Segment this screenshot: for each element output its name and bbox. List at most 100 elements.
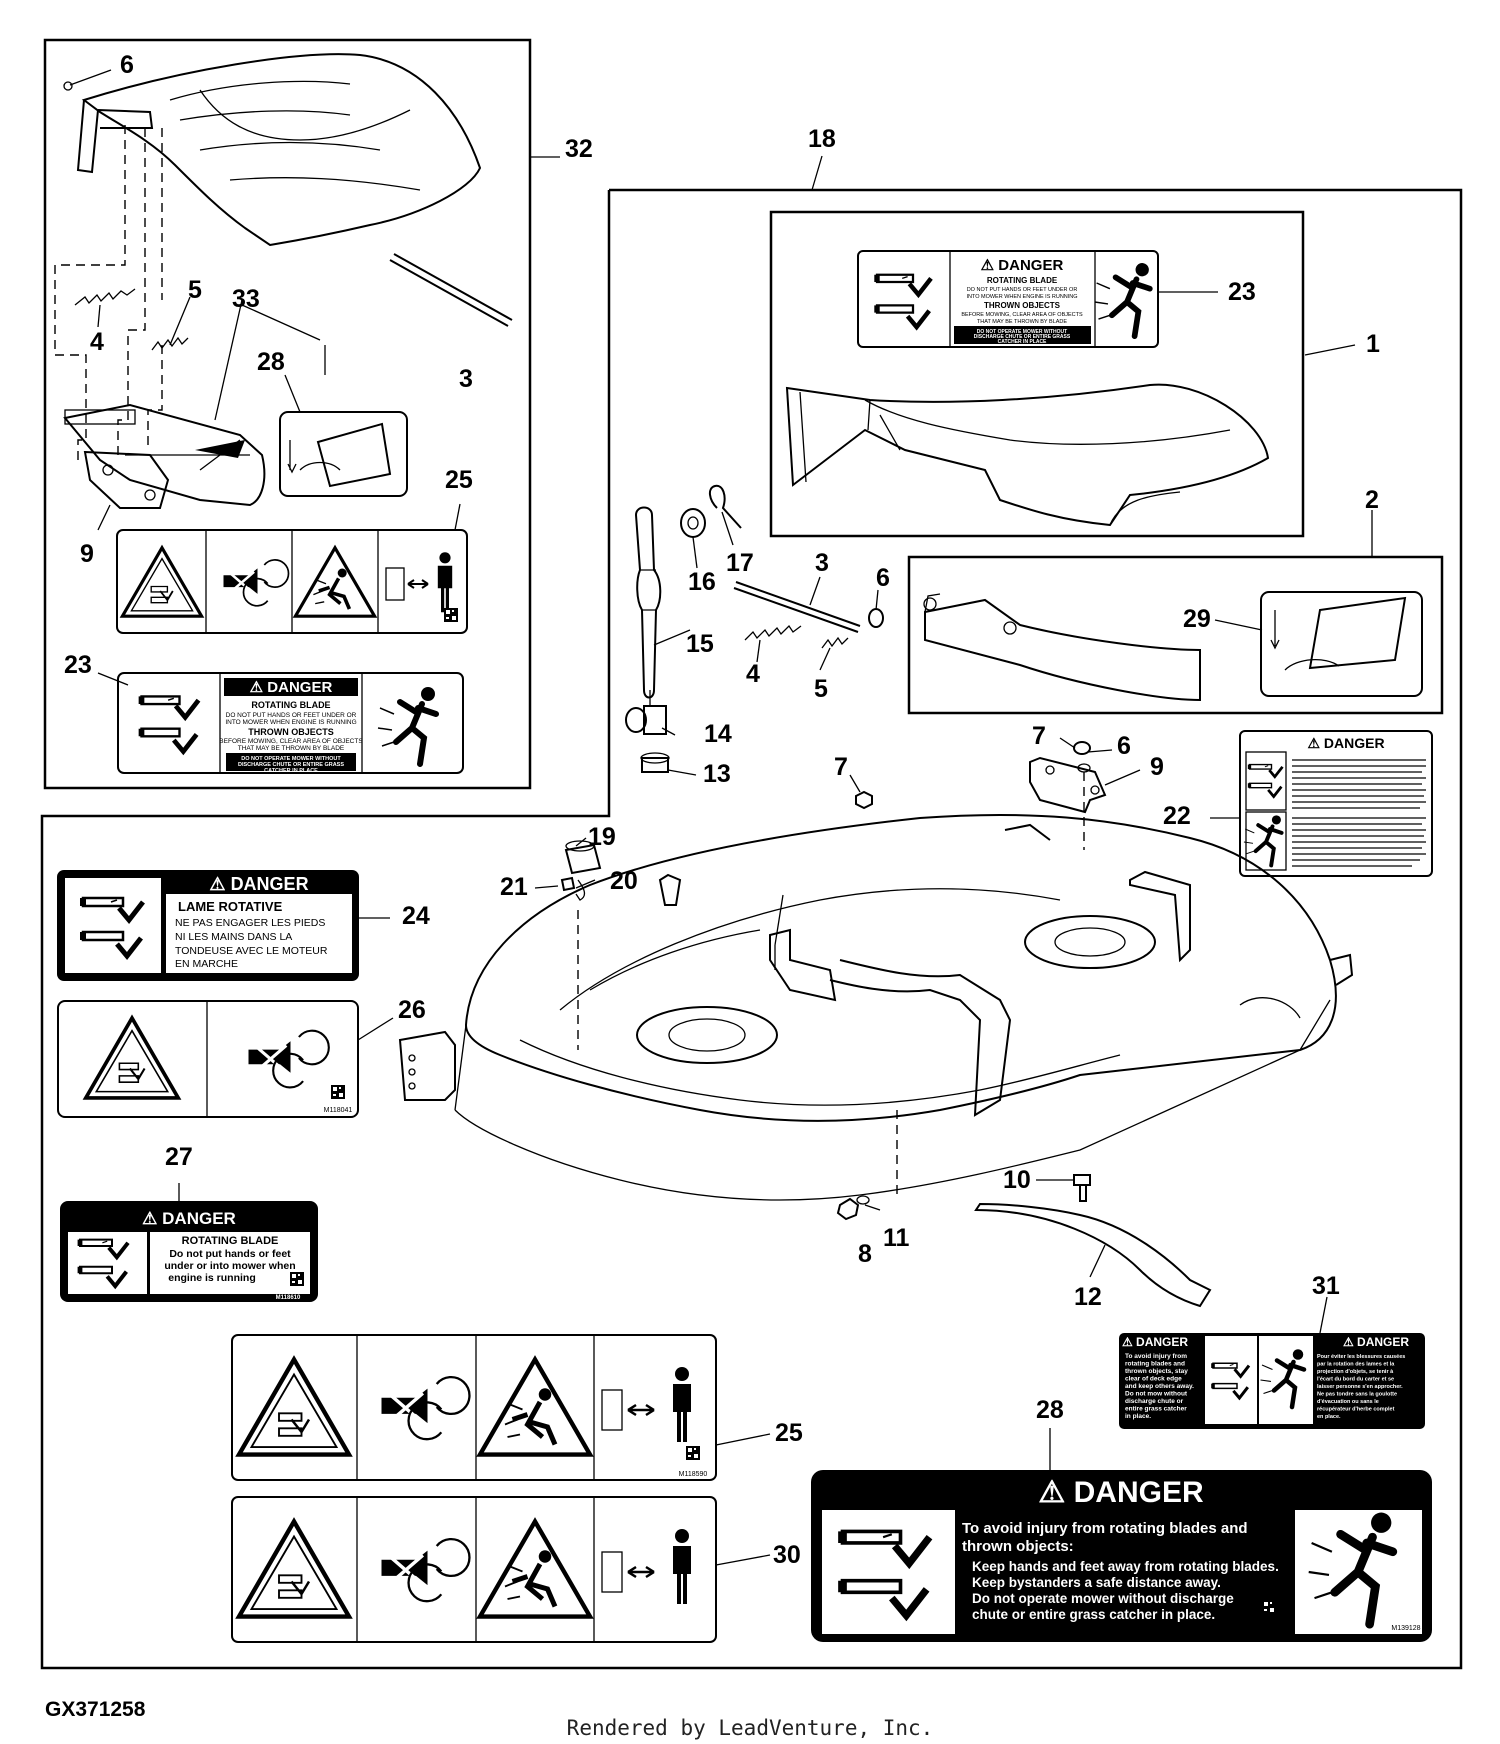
callout-31: 31 <box>1312 1272 1340 1300</box>
decal-text: THROWN OBJECTS <box>248 727 334 737</box>
callout-21: 21 <box>500 873 528 901</box>
decal-text: DO NOT OPERATE MOWER WITHOUT <box>241 756 341 762</box>
callout-14: 14 <box>704 720 732 748</box>
decal-30 <box>231 1496 717 1643</box>
rod-3-middle <box>733 581 861 633</box>
decal-text-line: laisser personne s'en approcher. <box>1317 1384 1403 1390</box>
danger-header: ⚠ DANGER <box>250 679 333 696</box>
decal-text: ROTATING BLADE <box>182 1235 279 1247</box>
callout-13: 13 <box>703 760 731 788</box>
bushing-13 <box>640 752 670 773</box>
callout-6-deck: 6 <box>1117 732 1131 760</box>
mulch-door-33 <box>63 403 266 507</box>
pin-17 <box>709 484 742 529</box>
decal-text-line: Ne pas tondre sans la goulotte <box>1317 1392 1397 1398</box>
decal-text: CATCHER IN PLACE <box>264 768 318 774</box>
danger-decal-24: ⚠ DANGER LAME ROTATIVE NE PAS ENGAGER LE… <box>57 870 359 981</box>
decal-text: thrown objects: <box>962 1538 1074 1555</box>
danger-decal-27: ⚠ DANGER ROTATING BLADE Do not put hands… <box>60 1201 318 1302</box>
callout-3: 3 <box>459 365 473 393</box>
decal-text: THAT MAY BE THROWN BY BLADE <box>977 319 1067 325</box>
decal-text: ROTATING BLADE <box>987 276 1058 285</box>
decal-text-line: entire grass catcher <box>1125 1406 1187 1413</box>
decal-text: Do not operate mower without discharge <box>972 1591 1234 1606</box>
decal-text: INTO MOWER WHEN ENGINE IS RUNNING <box>966 294 1077 300</box>
mulch-door-2 <box>923 593 1201 702</box>
grass-deflector-parts <box>560 840 602 901</box>
callout-9-deck: 9 <box>1150 753 1164 781</box>
bolt-10 <box>1073 1174 1091 1202</box>
callout-6: 6 <box>120 51 134 79</box>
decal-28-mulch <box>1260 591 1423 697</box>
decal-text: DO NOT PUT HANDS OR FEET UNDER OR <box>226 712 357 719</box>
decal-text: Do not put hands or feet <box>169 1248 291 1260</box>
callout-8: 8 <box>858 1240 872 1268</box>
callout-32: 32 <box>565 135 593 163</box>
callout-16: 16 <box>688 568 716 596</box>
danger-decal-22: ⚠ DANGER <box>1239 730 1433 877</box>
decal-text: BEFORE MOWING, CLEAR AREA OF OBJECTS <box>219 738 363 745</box>
decal-text-line: and keep others away. <box>1125 1383 1194 1390</box>
render-credit: Rendered by LeadVenture, Inc. <box>566 1716 934 1740</box>
decal-text: engine is running <box>168 1272 256 1284</box>
nut-7-middle <box>855 790 873 810</box>
callout-3-middle: 3 <box>815 549 829 577</box>
decal-25-upper <box>116 529 468 634</box>
decal-26: M118041 <box>57 1000 359 1118</box>
callout-28-mulch: 29 <box>1183 605 1211 633</box>
spring-4-upper <box>74 288 136 306</box>
callout-25-lower: 25 <box>775 1419 803 1447</box>
decal-text: DISCHARGE CHUTE OR ENTIRE GRASS <box>238 762 344 768</box>
danger-header: ⚠ DANGER <box>1307 735 1384 751</box>
callout-19: 19 <box>588 823 616 851</box>
callout-7: 7 <box>1032 722 1046 750</box>
nut-6-middle <box>868 608 884 628</box>
callout-33: 33 <box>232 285 260 313</box>
callout-10: 10 <box>1003 1166 1031 1194</box>
callout-29: 28 <box>1036 1396 1064 1424</box>
decal-text: INTO MOWER WHEN ENGINE IS RUNNING <box>225 719 356 726</box>
discharge-chute-1 <box>785 383 1270 527</box>
callout-1: 1 <box>1366 330 1380 358</box>
decal-code: M118590 <box>679 1471 708 1478</box>
decal-text: CATCHER IN PLACE <box>998 339 1047 345</box>
decal-text: DO NOT OPERATE MOWER WITHOUT <box>977 329 1067 335</box>
bracket-9-upper <box>83 450 170 509</box>
callout-26: 26 <box>398 996 426 1024</box>
mower-deck-frame <box>40 188 1463 1670</box>
grass-catcher-cover <box>63 53 513 327</box>
callout-20: 20 <box>610 867 638 895</box>
callout-23-chute: 23 <box>1228 278 1256 306</box>
danger-header: ⚠ DANGER <box>142 1209 236 1228</box>
decal-text-line: projection d'objets, se tenir à <box>1317 1369 1394 1375</box>
spring-5-middle <box>821 636 849 649</box>
danger-decal-23-upper: ⚠ DANGER ROTATING BLADE DO NOT PUT HANDS… <box>117 672 464 774</box>
decal-text: under or into mower when <box>164 1260 295 1272</box>
decal-text-line: thrown objects, stay <box>1125 1368 1188 1375</box>
callout-30: 30 <box>773 1541 801 1569</box>
callout-labels: 6 32 18 33 5 4 28 3 9 25 23 1 23 2 29 3 … <box>64 51 1380 1569</box>
decal-text: chute or entire grass catcher in place. <box>972 1607 1215 1622</box>
danger-decal-29: ⚠ DANGER M139128 To avoid injury from ro… <box>811 1470 1432 1642</box>
danger-header: ⚠ DANGER <box>1122 1335 1188 1349</box>
lift-rod-15 <box>634 506 662 699</box>
dashed-assembly-lines <box>54 125 163 460</box>
callout-5-middle: 5 <box>814 675 828 703</box>
danger-header: ⚠ DANGER <box>1343 1335 1409 1349</box>
decal-text-line: rotating blades and <box>1125 1361 1185 1368</box>
decal-text-line: clear of deck edge <box>1125 1376 1182 1383</box>
danger-header: ⚠ DANGER <box>981 257 1064 274</box>
decal-text: THROWN OBJECTS <box>984 301 1061 310</box>
callout-11: 11 <box>883 1224 910 1252</box>
mower-deck <box>398 813 1354 1201</box>
decal-text: NI LES MAINS DANS LA <box>175 931 292 943</box>
danger-decal-23-chute: ⚠ DANGER ROTATING BLADE DO NOT PUT HANDS… <box>857 250 1159 348</box>
strip-12 <box>974 1202 1212 1308</box>
callout-9: 9 <box>80 540 94 568</box>
decal-25-lower: M118590 <box>231 1334 717 1481</box>
decal-code: M118610 <box>276 1295 301 1301</box>
callout-6-middle: 6 <box>876 564 890 592</box>
decal-text: EN MARCHE <box>175 958 238 970</box>
